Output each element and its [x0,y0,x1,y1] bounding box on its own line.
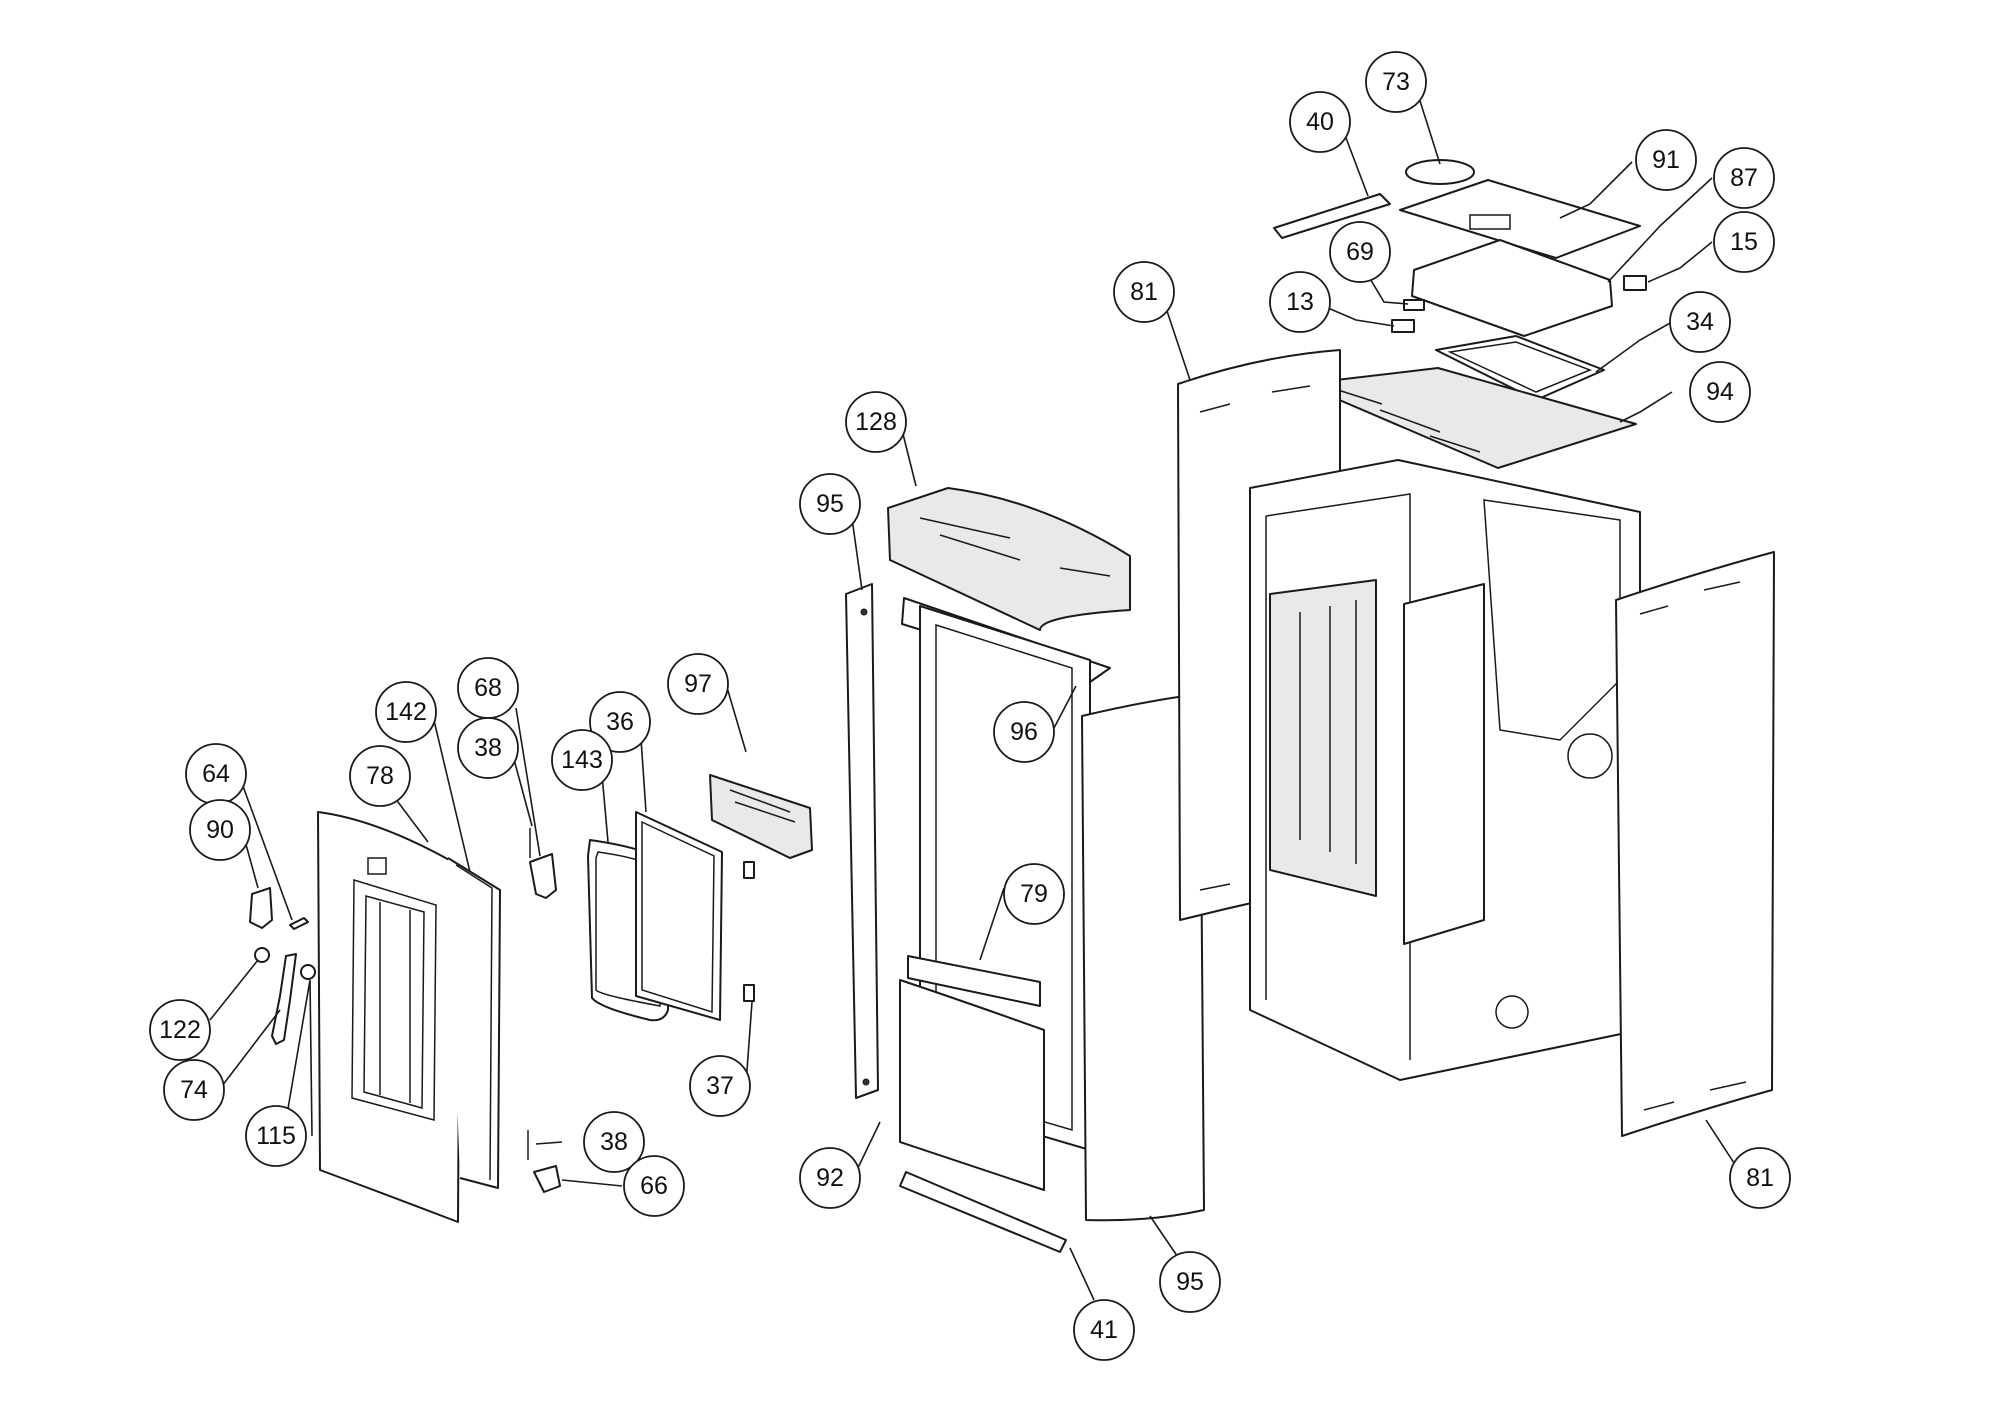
callout-95-top: 95 [799,473,861,535]
callout-66: 66 [623,1155,685,1217]
svg-text:81: 81 [1130,278,1158,306]
svg-text:95: 95 [1176,1268,1204,1296]
callout-40: 40 [1289,91,1351,153]
svg-text:90: 90 [206,816,234,844]
part-pellet-hopper [1483,499,1621,741]
part-bracket-69 [1403,299,1425,311]
part-clip-37-lower [743,984,755,1002]
svg-text:94: 94 [1706,378,1734,406]
part-lower-panel-92 [899,979,1045,1191]
part-ledge-79 [907,955,1041,1007]
svg-text:128: 128 [855,408,897,436]
svg-text:40: 40 [1306,108,1334,136]
callout-68: 68 [457,657,519,719]
svg-text:38: 38 [474,734,502,762]
part-door-frame-78 [317,811,461,1223]
callout-38-top: 38 [457,717,519,779]
svg-text:68: 68 [474,674,502,702]
callout-142: 142 [375,681,437,743]
svg-text:142: 142 [385,698,427,726]
part-nut-122 [254,947,270,963]
part-side-panel-81-right [1615,551,1775,1137]
svg-text:34: 34 [1686,308,1714,336]
part-upper-hinge-66 [529,853,557,899]
part-motor-assembly [1567,733,1613,779]
svg-text:81: 81 [1746,1164,1774,1192]
svg-text:87: 87 [1730,164,1758,192]
svg-text:115: 115 [256,1122,296,1150]
callout-79: 79 [1003,863,1065,925]
part-glass-36 [635,811,723,1021]
part-washer-115 [300,964,316,980]
svg-text:15: 15 [1730,228,1758,256]
svg-text:36: 36 [606,708,634,736]
svg-text:95: 95 [816,490,844,518]
svg-text:37: 37 [706,1072,734,1100]
callout-41: 41 [1073,1299,1135,1361]
callout-81-bottom: 81 [1729,1147,1791,1209]
svg-text:66: 66 [640,1172,668,1200]
callout-38-bottom: 38 [583,1111,645,1173]
callout-74: 74 [163,1059,225,1121]
callout-13: 13 [1269,271,1331,333]
part-clip-37-upper [743,861,755,879]
part-ring-frame-34 [1435,335,1605,401]
part-tray-87 [1411,239,1613,337]
svg-text:91: 91 [1652,146,1680,174]
callout-115: 115 [245,1105,307,1167]
part-rail-40 [1273,193,1391,239]
part-inner-side-panel [1403,583,1485,945]
svg-text:78: 78 [366,762,394,790]
callout-97: 97 [667,653,729,715]
svg-text:41: 41 [1090,1316,1118,1344]
callout-37: 37 [689,1055,751,1117]
callout-73: 73 [1365,51,1427,113]
callout-78: 78 [349,745,411,807]
callout-91: 91 [1635,129,1697,191]
callout-15: 15 [1713,211,1775,273]
callout-96: 96 [993,701,1055,763]
part-cap-73 [1405,159,1475,185]
callout-90: 90 [189,799,251,861]
svg-text:69: 69 [1346,238,1374,266]
svg-text:122: 122 [159,1016,201,1044]
callout-81-top: 81 [1113,261,1175,323]
callout-64: 64 [185,743,247,805]
svg-text:143: 143 [561,746,603,774]
part-top-grille-128 [887,487,1131,631]
part-base-rail-41 [899,1171,1067,1253]
callout-95-bottom: 95 [1159,1251,1221,1313]
part-side-panel-95-left [845,583,879,1099]
part-bracket-97 [709,774,813,859]
callout-128: 128 [845,391,907,453]
part-door-gasket-142 [447,857,501,1189]
svg-text:73: 73 [1382,68,1410,96]
svg-text:64: 64 [202,760,230,788]
part-hinge-15 [1623,275,1647,291]
callout-36: 36 [589,691,651,753]
callout-34: 34 [1669,291,1731,353]
part-pin-64 [289,917,309,930]
callout-143: 143 [551,729,613,791]
svg-text:92: 92 [816,1164,844,1192]
callout-69: 69 [1329,221,1391,283]
svg-text:13: 13 [1286,288,1314,316]
svg-text:74: 74 [180,1076,208,1104]
part-hinge-bracket-90 [249,887,273,929]
part-side-panel-95-right [1081,693,1205,1222]
svg-text:38: 38 [600,1128,628,1156]
svg-text:96: 96 [1010,718,1038,746]
callout-94: 94 [1689,361,1751,423]
part-firebox [1269,579,1377,897]
callout-87: 87 [1713,147,1775,209]
callout-92: 92 [799,1147,861,1209]
svg-text:79: 79 [1020,880,1048,908]
part-bracket-13 [1391,319,1415,333]
part-latch-lever-74 [271,953,297,1045]
callout-122: 122 [149,999,211,1061]
part-top-cover-94 [1301,367,1637,469]
part-lower-hinge-66 [533,1165,561,1193]
svg-text:97: 97 [684,670,712,698]
